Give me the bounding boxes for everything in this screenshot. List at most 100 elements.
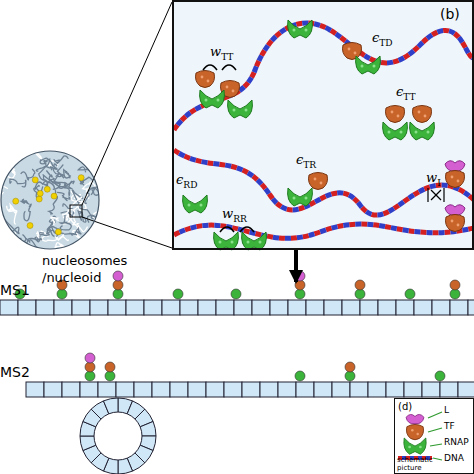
chain-model (198, 300, 216, 315)
nucleoid-texture (53, 164, 64, 177)
inset-caption: schematic picture (397, 456, 439, 472)
chain-model (72, 300, 90, 315)
chain-model (314, 382, 332, 397)
chain-model (295, 289, 305, 299)
chain-model (57, 289, 67, 299)
schematic-icon (404, 438, 426, 454)
chain-model (98, 382, 116, 397)
chain-model (36, 300, 54, 315)
protein-icons (445, 205, 465, 215)
chain-model (468, 300, 474, 315)
energy-label: ϵTD (372, 30, 393, 48)
chain-model (355, 280, 365, 290)
subscript: I (437, 178, 441, 188)
chain-model (134, 382, 152, 397)
chain-model (62, 382, 80, 397)
symbol: ϵ (296, 152, 303, 167)
chain-model (270, 300, 288, 315)
nucleoid-texture (52, 226, 74, 235)
energy-label: wTT (210, 44, 233, 62)
part-label: RNAP (444, 437, 469, 447)
chain-model (242, 382, 260, 397)
protein-icons (309, 173, 328, 190)
nucleoid-texture (44, 186, 50, 192)
chain-model (450, 280, 460, 290)
zoom-lines (82, 2, 172, 205)
subscript: TD (379, 38, 392, 48)
protein-icons (214, 232, 239, 250)
model-name: MS2 (0, 364, 40, 380)
nucleoid-texture (34, 186, 43, 197)
pointer-arrows (433, 458, 442, 460)
zoom-lines (70, 205, 82, 217)
symbol: ϵ (176, 172, 183, 187)
protein-icons (228, 100, 253, 118)
chain-model (231, 289, 241, 299)
chain-model (306, 300, 324, 315)
chain-model (105, 371, 115, 381)
nucleoid-texture (51, 193, 57, 199)
nucleoid-texture (51, 217, 59, 225)
chain-model (216, 300, 234, 315)
nucleoid-texture (49, 190, 57, 214)
energy-label: ϵRD (176, 172, 197, 190)
subscript: TT (403, 92, 415, 102)
chain-model (105, 362, 115, 372)
nucleoid-texture (0, 147, 111, 252)
zoom-lines (82, 217, 172, 248)
chain-model (295, 371, 305, 381)
chain-model (324, 300, 342, 315)
chain-model (422, 382, 440, 397)
dna-strand (174, 23, 474, 130)
protein-icons (343, 43, 362, 60)
chain-model (378, 300, 396, 315)
chain-model (295, 280, 305, 290)
chain-model (152, 382, 170, 397)
subscript: RD (183, 180, 197, 190)
exclusion-mark (443, 188, 444, 202)
subscript: TR (303, 160, 316, 170)
chain-model (458, 382, 474, 397)
chain-model (440, 382, 458, 397)
flow-arrow (294, 250, 298, 282)
chain-model (44, 382, 62, 397)
interaction-arcs (220, 227, 234, 232)
nucleoid-texture (55, 229, 61, 235)
nucleoid-texture (91, 235, 102, 252)
protein-icons (356, 56, 381, 74)
chain-model (140, 421, 156, 436)
protein-icons (413, 106, 432, 123)
nucleoid-texture (13, 198, 19, 204)
protein-icons (196, 71, 215, 88)
nucleoid-texture (46, 171, 61, 183)
chain-model (80, 436, 96, 451)
subscript: TT (221, 52, 233, 62)
nucleoid-texture (36, 196, 42, 202)
panel-background (172, 0, 474, 250)
interaction-arcs (203, 65, 217, 70)
protein-icons (410, 122, 435, 140)
symbol: ϵ (396, 84, 403, 99)
chain-model (26, 382, 44, 397)
exclusion-mark (428, 188, 444, 202)
nucleoid-texture (64, 170, 71, 179)
schematic-icon (398, 414, 432, 458)
chain-model (0, 300, 18, 315)
chain-model (450, 289, 460, 299)
dna-strand (174, 150, 474, 215)
chain-model (296, 382, 314, 397)
protein-icons (386, 106, 405, 123)
nucleoid-texture (1, 154, 11, 162)
nucleoid-texture (8, 208, 16, 224)
chain-model (0, 271, 474, 474)
nucleoid-texture (10, 179, 26, 187)
nucleoid-texture (57, 235, 68, 241)
exclusion-mark (431, 190, 441, 200)
chain-model (405, 289, 415, 299)
model-band: MS2 (0, 364, 474, 398)
node-caption: nucleosomes /nucleoid (42, 252, 138, 286)
nucleoid-texture (21, 199, 29, 204)
panel-letter: (d) (398, 401, 422, 412)
